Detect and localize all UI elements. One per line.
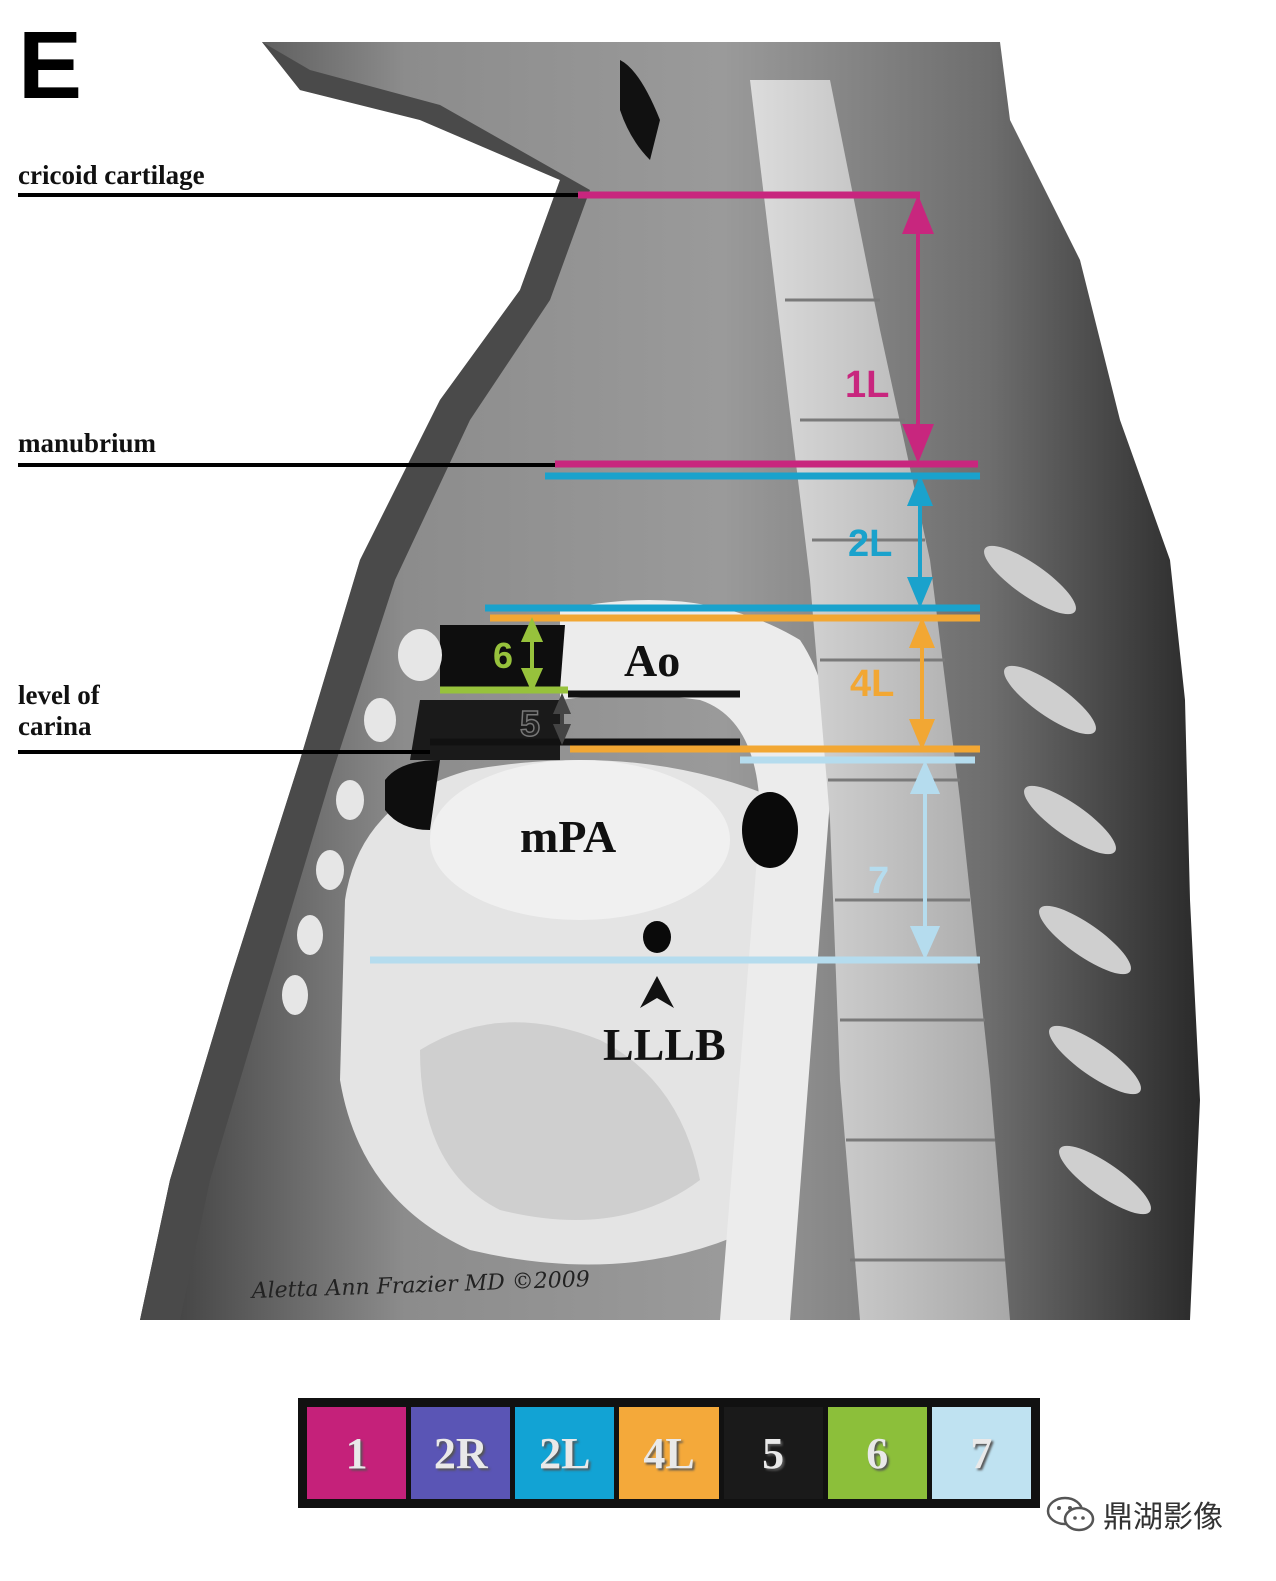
station-label-7: 7 [868, 860, 889, 902]
legend-swatch-4l: 4L [619, 1407, 719, 1499]
watermark-text: 鼎湖影像 [1103, 1500, 1223, 1535]
carina-label: level of carina [18, 680, 100, 742]
station-label-5: 5 [520, 703, 540, 744]
arrow-4l [909, 616, 935, 751]
legend-swatch-6: 6 [827, 1407, 927, 1499]
arrow-6 [520, 617, 544, 693]
station-boundaries [370, 191, 980, 964]
legend-swatch-2r: 2R [411, 1407, 511, 1499]
arrow-7 [909, 760, 941, 960]
structure-labels: Ao mPA LLLB [520, 635, 726, 1070]
arrow-2l [907, 474, 933, 609]
station-label-2l: 2L [848, 523, 892, 565]
arrow-1l [902, 194, 934, 464]
station-label-4l: 4L [850, 663, 894, 705]
lllb-label: LLLB [603, 1019, 726, 1070]
legend-swatch-2l: 2L [515, 1407, 615, 1499]
manubrium-label: manubrium [18, 428, 157, 458]
station-labels: 1L 2L 4L 7 6 5 [493, 364, 894, 902]
legend-swatch-7: 7 [931, 1407, 1031, 1499]
cricoid-cartilage-label: cricoid cartilage [18, 160, 205, 190]
lllb-arrowhead-icon [640, 976, 674, 1008]
station-label-6: 6 [493, 635, 513, 676]
ct-image [140, 42, 1200, 1320]
panel-letter: E [18, 12, 83, 119]
arrow-5 [552, 692, 572, 746]
station-label-1l: 1L [845, 364, 889, 406]
legend-swatch-1: 1 [307, 1407, 407, 1499]
watermark: 鼎湖影像 [1045, 1492, 1223, 1536]
station-arrows [520, 194, 941, 960]
legend-swatch-5: 5 [723, 1407, 823, 1499]
reference-lines [18, 193, 580, 754]
wechat-icon [1045, 1494, 1097, 1534]
aorta-label: Ao [624, 635, 680, 686]
mpa-label: mPA [520, 811, 616, 862]
